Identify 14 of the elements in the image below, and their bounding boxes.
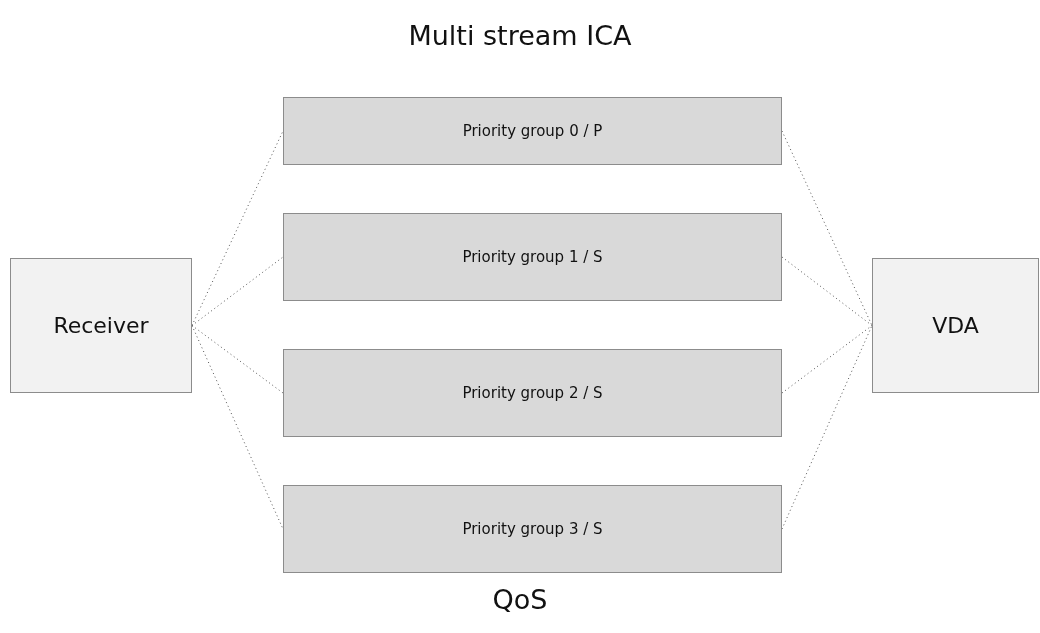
box-label: Priority group 3 / S: [462, 520, 603, 538]
endpoint-box: [10, 258, 192, 393]
diagram-title: Multi stream ICA: [407, 20, 633, 51]
priority-group-box: [283, 97, 782, 165]
box-label: Priority group 0 / P: [462, 122, 603, 140]
box-label: VDA: [932, 313, 979, 338]
priority-group-box: [283, 485, 782, 573]
endpoint-box: [872, 258, 1039, 393]
priority-group-box: [283, 213, 782, 301]
box-label: Priority group 2 / S: [462, 384, 603, 402]
box-label: Receiver: [53, 313, 149, 338]
priority-group-box: [283, 349, 782, 437]
caption-label: QoS: [491, 584, 549, 615]
box-label: Priority group 1 / S: [462, 248, 603, 266]
